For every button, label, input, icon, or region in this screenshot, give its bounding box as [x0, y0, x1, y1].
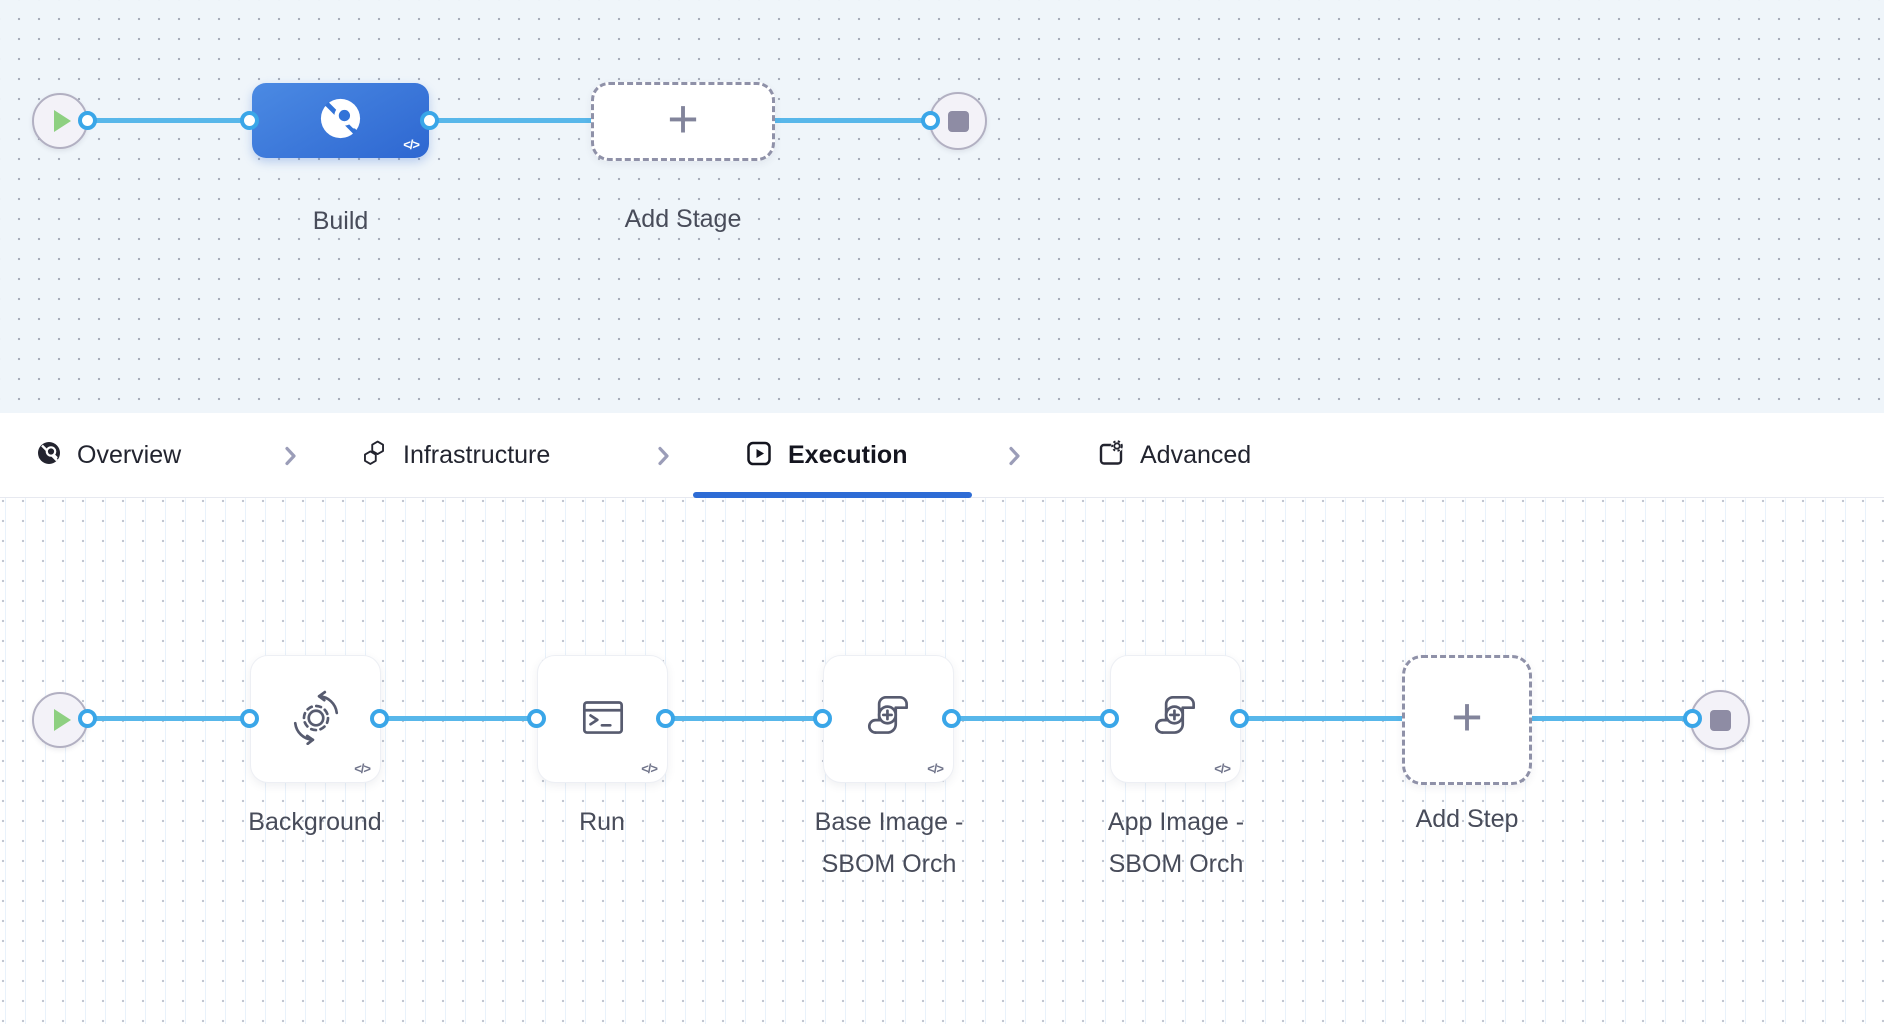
play-square-icon: [745, 439, 773, 472]
stage-canvas[interactable]: </> + Build Add Stage: [0, 0, 1884, 413]
tab-overview-label: Overview: [77, 440, 182, 469]
active-tab-underline: [693, 492, 972, 498]
step-label: Background: [248, 808, 382, 836]
execution-step-canvas[interactable]: </> </>: [0, 498, 1884, 1024]
connector-port[interactable]: [240, 709, 259, 728]
add-step-label: Add Step: [1415, 805, 1519, 833]
connector-port[interactable]: [813, 709, 832, 728]
connector-port[interactable]: [1100, 709, 1119, 728]
yaml-code-badge: </>: [354, 761, 371, 776]
step-node-base-image-sbom[interactable]: </>: [823, 655, 954, 783]
step-node-app-image-sbom[interactable]: </>: [1110, 655, 1241, 783]
connector-port[interactable]: [420, 111, 439, 130]
stage-node-build[interactable]: </>: [252, 83, 429, 158]
connector-port[interactable]: [78, 111, 97, 130]
hexagons-icon: [360, 439, 388, 471]
tab-infrastructure-label: Infrastructure: [403, 440, 551, 469]
stop-icon: [1709, 709, 1731, 731]
terminal-icon: [575, 689, 631, 750]
connector-port[interactable]: [370, 709, 389, 728]
tab-overview[interactable]: Overview: [36, 413, 181, 497]
step-label: Base Image - SBOM Orch: [814, 808, 964, 878]
stage-config-tabbar: Overview Infrastructure: [0, 413, 1884, 498]
yaml-code-badge: </>: [641, 761, 658, 776]
chevron-right-icon: [651, 443, 675, 474]
connector-port[interactable]: [942, 709, 961, 728]
plus-icon: +: [1451, 687, 1483, 747]
step-node-background[interactable]: </>: [250, 655, 381, 783]
tab-execution-label: Execution: [788, 440, 908, 469]
sync-gear-icon: [288, 689, 344, 750]
play-icon: [54, 110, 71, 132]
add-step-button[interactable]: +: [1402, 655, 1532, 785]
connector-port[interactable]: [1683, 709, 1702, 728]
step-node-run[interactable]: </>: [537, 655, 668, 783]
yaml-code-badge: </>: [403, 137, 420, 152]
yaml-code-badge: </>: [927, 761, 944, 776]
tab-advanced-label: Advanced: [1140, 440, 1252, 469]
chevron-right-icon: [278, 443, 302, 474]
tab-infrastructure[interactable]: Infrastructure: [360, 413, 550, 497]
stage-label: Build: [312, 207, 369, 235]
ci-build-icon: [317, 95, 364, 147]
add-stage-button[interactable]: +: [591, 82, 775, 161]
ci-build-icon: [36, 440, 62, 471]
connector-port[interactable]: [921, 111, 940, 130]
scroll-plus-icon: [861, 689, 917, 750]
tab-advanced[interactable]: Advanced: [1097, 413, 1251, 497]
step-label: Run: [579, 808, 625, 836]
connector-port[interactable]: [656, 709, 675, 728]
square-gear-icon: [1097, 439, 1125, 472]
plus-icon: +: [667, 88, 699, 149]
add-stage-label: Add Stage: [624, 205, 742, 233]
step-label: App Image - SBOM Orch: [1107, 808, 1245, 878]
tab-execution[interactable]: Execution: [745, 413, 907, 497]
yaml-code-badge: </>: [1214, 761, 1231, 776]
connector-port[interactable]: [527, 709, 546, 728]
connector-port[interactable]: [240, 111, 259, 130]
chevron-right-icon: [1002, 443, 1026, 474]
connector-port[interactable]: [78, 709, 97, 728]
play-icon: [54, 709, 71, 731]
stage-edge: [88, 118, 931, 123]
connector-port[interactable]: [1230, 709, 1249, 728]
stop-icon: [947, 110, 969, 132]
scroll-plus-icon: [1148, 689, 1204, 750]
